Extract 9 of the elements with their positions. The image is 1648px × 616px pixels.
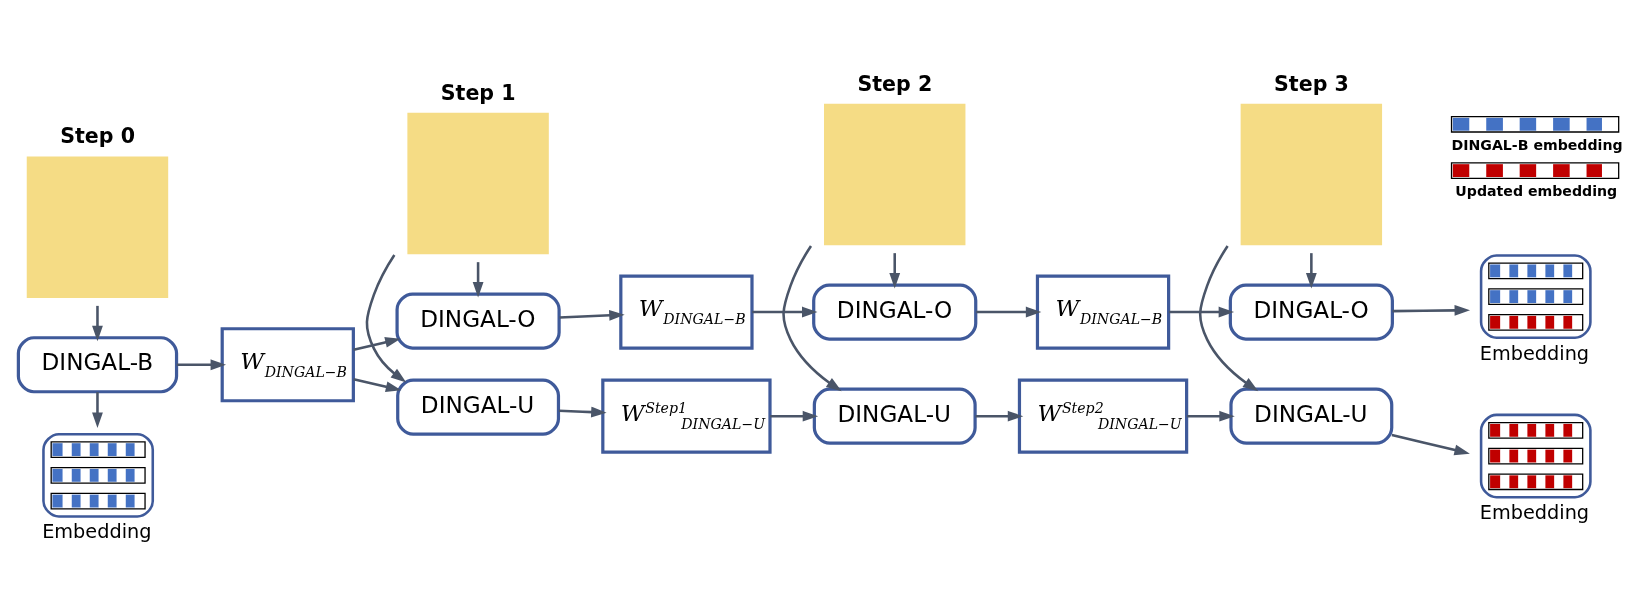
node-label: Step 0: [60, 123, 135, 148]
node-label: Step 1: [440, 80, 516, 105]
legend-label: DINGAL-B embedding: [1451, 136, 1623, 153]
node-label: Step 2: [857, 71, 933, 96]
node-label: Embedding: [1479, 500, 1590, 524]
node-label: Step 3: [1274, 71, 1349, 96]
node-label: Embedding: [1479, 341, 1590, 365]
node-label: Embedding: [42, 519, 152, 543]
legend-label: Updated embedding: [1455, 182, 1618, 199]
